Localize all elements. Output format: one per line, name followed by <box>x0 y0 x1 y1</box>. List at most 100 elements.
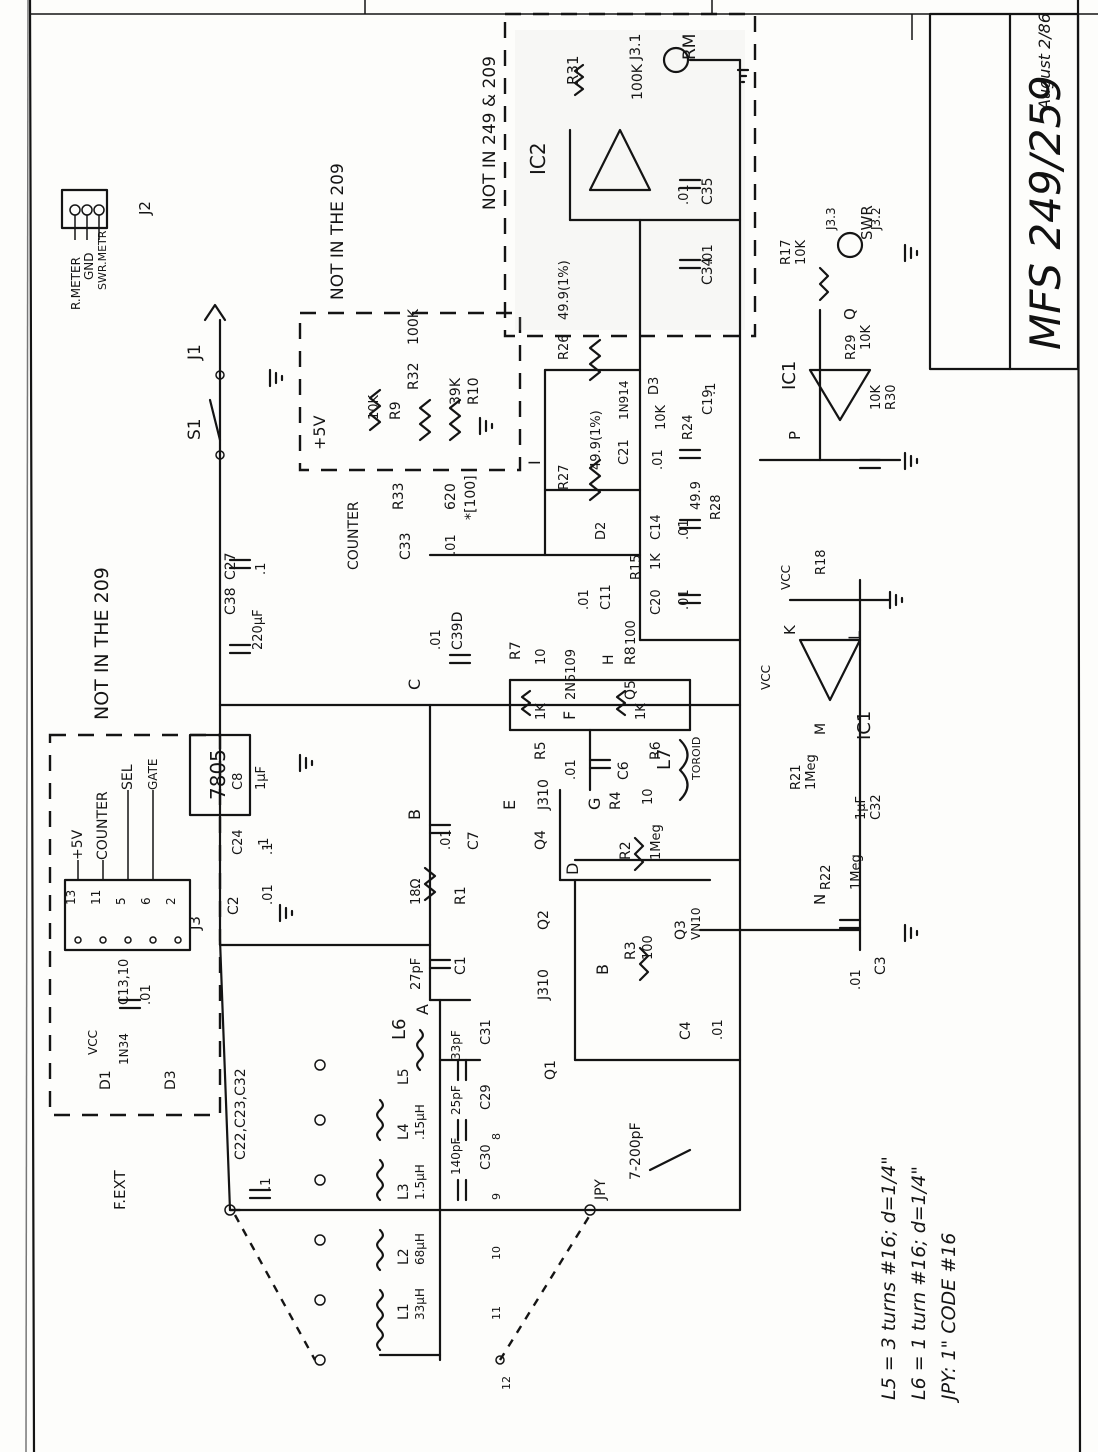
j3-pin-2: 2 <box>164 897 178 905</box>
r21-label: R21 <box>789 764 804 790</box>
q2-label: Q2 <box>536 910 552 930</box>
note-not-in-209-box: NOT IN THE 209 <box>328 163 348 300</box>
c31-label: C31 <box>479 1019 494 1045</box>
r17-label: R17 <box>779 239 794 265</box>
j3-pin-11: 11 <box>89 890 103 905</box>
r18-label: R18 <box>814 549 829 575</box>
c14-value: .01 <box>677 519 692 540</box>
title-block: MFS 249/259 August 2/86 <box>928 12 1080 371</box>
r28-value: 49.9 <box>689 481 704 510</box>
j3-pin-5: 5 <box>114 897 128 905</box>
r9-value: 10K <box>367 394 382 420</box>
r31-label: R31 <box>564 55 582 85</box>
r10-label: R10 <box>466 377 482 405</box>
ground-symbols <box>268 68 919 943</box>
switch-s1: S1 J1 <box>185 303 227 460</box>
r17-value: 10K <box>794 239 809 265</box>
node-f: F <box>560 711 579 720</box>
l2-value: 68μH <box>413 1233 427 1265</box>
q3-label: Q3 <box>673 920 689 940</box>
node-e: E <box>500 800 519 810</box>
c31-value: 33pF <box>449 1030 463 1060</box>
r27-label: R27 <box>557 464 572 490</box>
ic1-label: IC1 <box>779 361 800 390</box>
j2-pin-gnd: GND <box>82 252 96 280</box>
drawing-date: August 2/86 <box>1035 13 1054 111</box>
r15-value: 1K <box>649 553 664 570</box>
vcc-label: VCC <box>86 1030 100 1055</box>
c30-value: 140pF <box>449 1137 463 1175</box>
node-q: Q <box>841 308 859 320</box>
r29-value: 10K <box>859 324 874 350</box>
inductor-bank <box>376 998 482 1362</box>
r33-value: 620 <box>443 483 459 510</box>
c19-value: .1 <box>704 383 719 395</box>
l4-label: L4 <box>396 1123 412 1140</box>
j32-label: J3.2 <box>869 207 883 231</box>
d1-label: D1 <box>98 1070 114 1090</box>
c8-value: .1 <box>257 838 272 850</box>
pos-11: 11 <box>490 1306 503 1320</box>
r3-value: 100 <box>641 935 656 960</box>
c13-label: C13,10 <box>117 959 132 1005</box>
capacitors <box>118 178 882 1202</box>
r28-label: R28 <box>709 494 724 520</box>
r22-value: 1Meg <box>849 854 864 890</box>
reg-label: 7805 <box>206 749 230 800</box>
q4-part: J310 <box>536 779 552 811</box>
r7-label: R7 <box>508 641 524 660</box>
c13-value: .01 <box>139 984 154 1005</box>
d-part: 1N914 <box>617 380 631 420</box>
c38-label: C38 <box>223 587 239 615</box>
q4-label: Q4 <box>533 830 549 850</box>
c29-value: 25pF <box>449 1085 463 1115</box>
j3-sig-counter: COUNTER <box>95 791 111 860</box>
l4-value: .15μH <box>413 1104 427 1140</box>
c30-label: C30 <box>479 1144 494 1170</box>
coil-note-l5: L5 = 3 turns #16; d=1/4" <box>878 1156 900 1400</box>
c2-value: .01 <box>261 884 276 905</box>
c38-value: 220μF <box>251 609 266 650</box>
r2-value: 1Meg <box>649 824 664 860</box>
c22-value: .1 <box>259 1178 274 1190</box>
c21-value: .01 <box>651 449 666 470</box>
connector-j2: J2 R.METER GND SWR.METR <box>60 188 154 310</box>
meters <box>662 46 864 259</box>
ic1-lower-label: IC1 <box>854 711 875 740</box>
c20-label: C20 <box>649 589 664 615</box>
model-title: MFS 249/259 <box>1021 75 1070 350</box>
node-l: L <box>845 631 864 640</box>
c34-value: .01 <box>701 244 716 265</box>
r30-value: 10K <box>869 384 884 410</box>
vcc-label-3: VCC <box>759 665 773 690</box>
l1-label: L1 <box>396 1303 412 1320</box>
c11-value: .01 <box>577 589 592 610</box>
r7-value: 10 <box>534 648 549 665</box>
r4-label: R4 <box>608 791 624 810</box>
c3-value: .01 <box>849 969 864 990</box>
j31-label: J3.1 <box>628 34 644 61</box>
c11-label: C11 <box>599 584 614 610</box>
l5-label: L5 <box>396 1068 412 1085</box>
d2-label: D2 <box>594 522 609 540</box>
r4-value: 10 <box>641 788 656 805</box>
c33-value: .01 <box>444 534 459 555</box>
l1-value: 33μH <box>413 1288 427 1320</box>
j2-pin-rmeter: R.METER <box>69 257 83 310</box>
j3-sig-gate: GATE <box>146 759 160 791</box>
node-a: A <box>413 1004 432 1015</box>
c6-value: .01 <box>564 759 579 780</box>
wires <box>218 58 902 1212</box>
vcc-label-2: VCC <box>779 565 793 590</box>
node-g: G <box>585 798 604 810</box>
c32-label: C32 <box>869 794 884 820</box>
r31-value: 100K <box>630 63 646 100</box>
r32-value: 100K <box>406 308 422 345</box>
r24-value: 10K <box>654 404 669 430</box>
r33-label: R33 <box>391 482 407 510</box>
d3-label: D3 <box>647 377 662 395</box>
pos-10: 10 <box>490 1246 503 1260</box>
c4-label: C4 <box>678 1021 694 1040</box>
